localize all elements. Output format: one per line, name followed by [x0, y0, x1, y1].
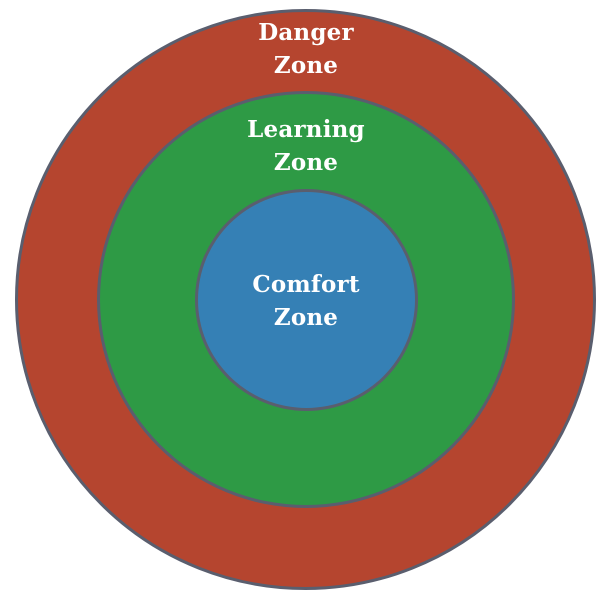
comfort-zone-label: Comfort Zone: [206, 268, 406, 334]
learning-zone-line2: Zone: [273, 149, 339, 176]
comfort-zone-line2: Zone: [273, 304, 339, 331]
learning-zone-label: Learning Zone: [206, 113, 406, 179]
danger-zone-label: Danger Zone: [206, 16, 406, 82]
comfort-zone-line1: Comfort: [252, 271, 360, 298]
comfort-zone-circle: [195, 189, 418, 411]
danger-zone-line2: Zone: [273, 52, 339, 79]
danger-zone-line1: Danger: [258, 19, 354, 46]
learning-zone-line1: Learning: [247, 116, 365, 143]
